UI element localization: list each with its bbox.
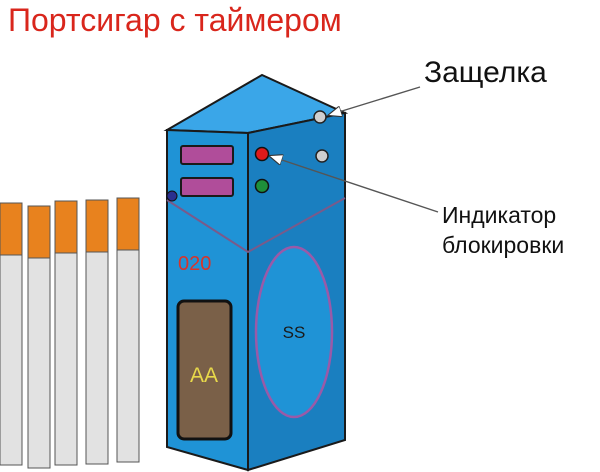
green-led: [254, 178, 270, 194]
counter-text: 020: [178, 253, 211, 275]
indicator-label-line2: блокировки: [442, 232, 565, 258]
indicator-label: Индикатор блокировки: [442, 200, 564, 260]
speaker-circle: [254, 245, 334, 419]
indicator-pointer: [270, 156, 439, 213]
indicator-label-line1: Индикатор: [442, 202, 557, 228]
latch-button-top: [313, 110, 327, 124]
display-top: [180, 145, 234, 165]
latch-label: Защелка: [424, 56, 547, 89]
cigarette-case: 020 AA SS: [163, 73, 349, 472]
display-bottom: [180, 177, 234, 197]
battery-compartment: [176, 299, 233, 441]
cigarette: [54, 200, 78, 466]
latch-button-bottom: [315, 149, 329, 163]
cigarette: [116, 197, 140, 463]
lid-seam: [166, 197, 346, 254]
diagram-title: Портсигар с таймером: [8, 2, 342, 38]
cigarette: [27, 205, 51, 469]
lock-indicator-led: [254, 146, 270, 162]
cigarette: [0, 202, 23, 466]
cigarette: [85, 199, 109, 465]
latch-pointer: [329, 86, 421, 115]
speaker-label: SS: [283, 323, 306, 342]
battery-label: AA: [190, 364, 218, 387]
blue-led: [166, 190, 178, 202]
cigarettes: [0, 197, 140, 469]
